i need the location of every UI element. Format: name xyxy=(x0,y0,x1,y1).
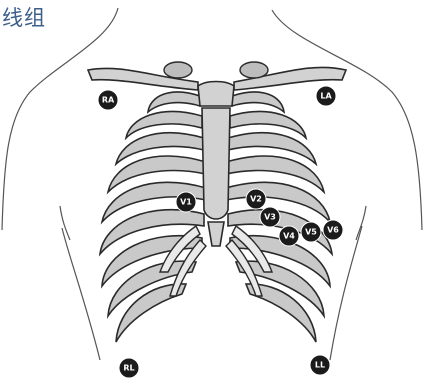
electrode-ra: RA xyxy=(98,90,118,110)
svg-text:V4: V4 xyxy=(283,232,295,241)
electrode-ll: LL xyxy=(310,355,330,375)
svg-text:V2: V2 xyxy=(250,195,262,204)
svg-text:V5: V5 xyxy=(305,228,317,237)
electrode-v5: V5 xyxy=(301,222,321,242)
electrode-v3: V3 xyxy=(260,207,280,227)
electrode-v2: V2 xyxy=(246,189,266,209)
svg-text:LA: LA xyxy=(320,92,332,101)
ribs-right xyxy=(100,92,206,342)
svg-text:V3: V3 xyxy=(264,213,276,222)
electrode-rl: RL xyxy=(119,358,139,378)
electrode-la: LA xyxy=(316,86,336,106)
svg-text:RA: RA xyxy=(102,96,115,105)
svg-text:RL: RL xyxy=(123,364,134,373)
electrode-v6: V6 xyxy=(323,220,343,240)
svg-text:LL: LL xyxy=(315,361,325,370)
electrode-v4: V4 xyxy=(279,226,299,246)
vertebrae-top xyxy=(164,62,268,78)
svg-text:V1: V1 xyxy=(180,198,192,207)
svg-text:V6: V6 xyxy=(327,226,339,235)
electrode-v1: V1 xyxy=(176,192,196,212)
